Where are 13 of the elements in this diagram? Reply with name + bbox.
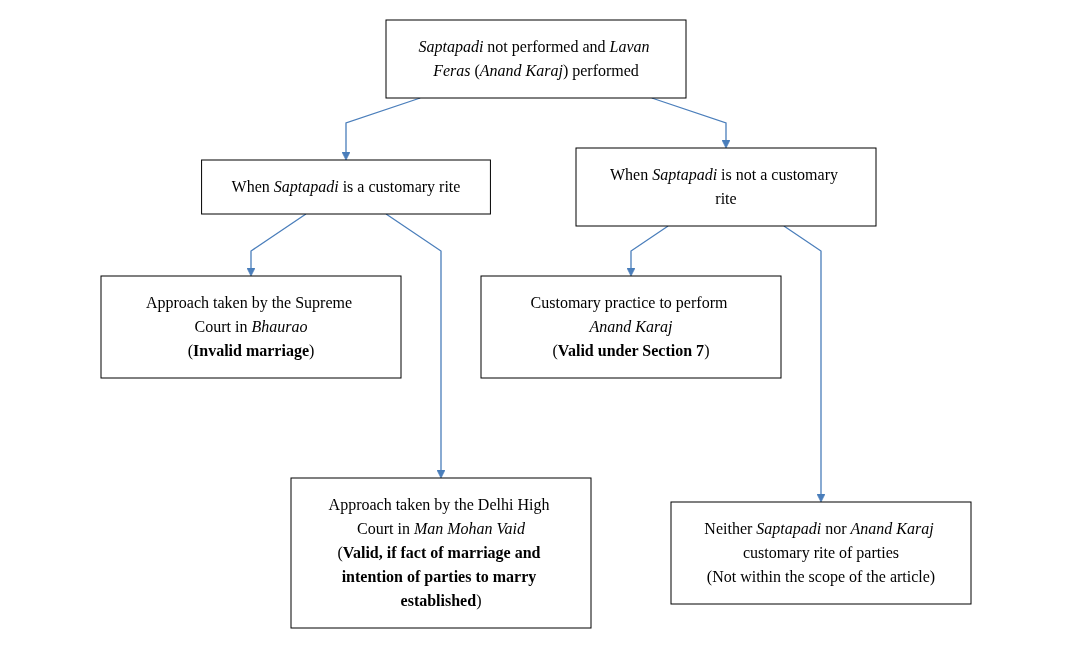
node-box: Neither Saptapadi nor Anand Karaj customary rite of parties (Not within the scope of the article) <box>670 501 972 604</box>
arrow <box>341 96 421 160</box>
arrow <box>626 224 669 276</box>
node-box: Approach taken by the Delhi High Court in Man Mohan Vaid (Valid, if fact of marriage and intention of parties to marry established) <box>290 477 592 628</box>
node-box: When Saptapadi is not a customary rite <box>575 147 877 226</box>
arrow <box>246 212 307 276</box>
node-box: Approach taken by the Supreme Court in Bhaurao (Invalid marriage) <box>100 275 402 378</box>
node-box: Customary practice to perform Anand Karaj (Valid under Section 7) <box>480 275 782 378</box>
node-box: Saptapadi not performed and Lavan Feras (Anand Karaj) performed <box>385 19 687 98</box>
arrow <box>385 212 446 478</box>
arrow <box>651 96 731 148</box>
arrow <box>783 224 826 502</box>
node-box: When Saptapadi is a customary rite <box>201 159 491 214</box>
